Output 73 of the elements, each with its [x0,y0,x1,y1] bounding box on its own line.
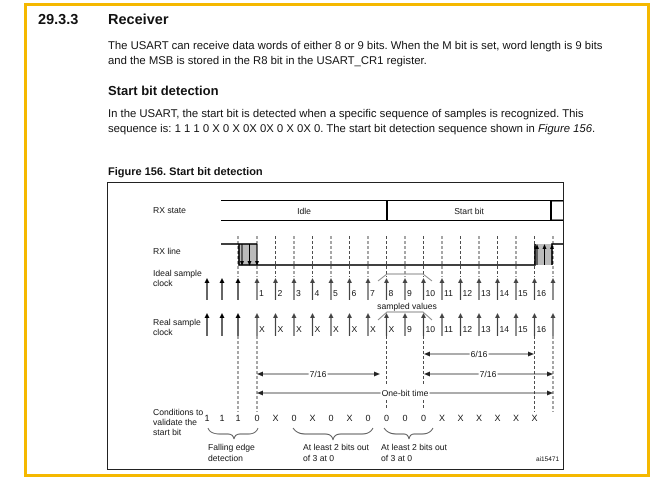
sequence-value: X [494,413,500,423]
sequence-value: X [346,413,352,423]
sample-value: X [314,324,320,334]
dimension-label: 7/16 [478,369,498,379]
sample-number: 2 [278,288,282,298]
state-segment [386,200,552,221]
dimension-label: 6/16 [470,349,488,359]
row-label: RX line [153,246,182,256]
sample-value: 13 [481,324,491,334]
sample-number: 15 [518,288,528,298]
sample-number: 12 [462,288,472,298]
sequence-value: 0 [402,413,408,423]
sequence-value: X [532,413,538,423]
sequence-value: X [513,413,519,423]
sequence-value: X [310,413,316,423]
row-label: Real sample clock [153,317,202,337]
sample-value: X [296,324,302,334]
sample-number: 7 [370,288,375,298]
sample-value: 14 [500,324,510,334]
dimension-label: One-bit time [380,388,430,398]
bracket-note: At least 2 bits out of 3 at 0 [381,442,448,463]
sequence-value: 0 [384,413,389,423]
sample-value: 10 [426,324,436,334]
sequence-value: X [439,413,445,423]
sequence-value: 0 [421,413,426,423]
sample-value: X [259,324,265,334]
sequence-value: 1 [236,413,240,423]
sequence-value: 0 [366,413,370,423]
sample-number: 11 [444,288,453,298]
heading: Receiver [108,12,168,28]
sample-value: X [333,324,339,334]
bracket-note: At least 2 bits out of 3 at 0 [303,442,370,463]
paragraph: The USART can receive data words of either 8 or 9 bits. When the M bit is set, word length is 9 bits and the MSB is stored in the R8 bit in the USART_CR1 register. [108,39,604,69]
row-label: RX state [153,205,187,215]
sample-value: 15 [518,324,528,334]
sequence-value: X [272,413,278,423]
sample-value: 12 [462,324,472,334]
paragraph: In the USART, the start bit is detected when a specific sequence of samples is recognized. This sequence is: 1 1 1 0 X 0 X 0X 0X 0 X 0X 0. The start bit detection sequence shown in Figure 156. [108,107,596,137]
dimension-label: 7/16 [308,369,328,379]
state-segment [221,200,387,221]
sequence-value: 0 [328,413,334,423]
sample-number: 4 [314,288,320,298]
sample-value: 11 [444,324,453,334]
state-label: Idle [297,206,311,216]
subheading: Start bit detection [108,83,219,98]
sample-value: X [352,324,358,334]
sequence-value: 1 [220,413,224,423]
sample-number: 14 [500,288,510,298]
figure-caption: Figure 156. Start bit detection [108,166,263,178]
state-label: Start bit [454,206,484,216]
row-label: Ideal sample clock [153,268,203,288]
section-number: 29.3.3 [38,12,78,28]
sample-number: 3 [296,288,301,298]
bracket-note: Falling edge detection [208,442,256,463]
sample-number: 10 [426,288,436,298]
sample-number: 16 [536,288,546,298]
sample-value: 16 [536,324,546,334]
sample-number: 1 [259,288,264,298]
sample-value: X [278,324,284,334]
sample-value: 9 [407,324,412,334]
sequence-value: 1 [204,413,210,423]
sequence-value: X [458,413,464,423]
sample-number: 9 [407,288,412,298]
sample-value: X [370,324,376,334]
annotation: sampled values [376,301,438,311]
sample-number: 13 [481,288,491,298]
sequence-value: 0 [292,413,296,423]
sample-number: 6 [352,288,356,298]
sequence-value: X [476,413,482,423]
sample-number: 8 [388,288,394,298]
sample-number: 5 [333,288,338,298]
sample-value: X [388,324,394,334]
sequence-value: 0 [254,413,260,423]
